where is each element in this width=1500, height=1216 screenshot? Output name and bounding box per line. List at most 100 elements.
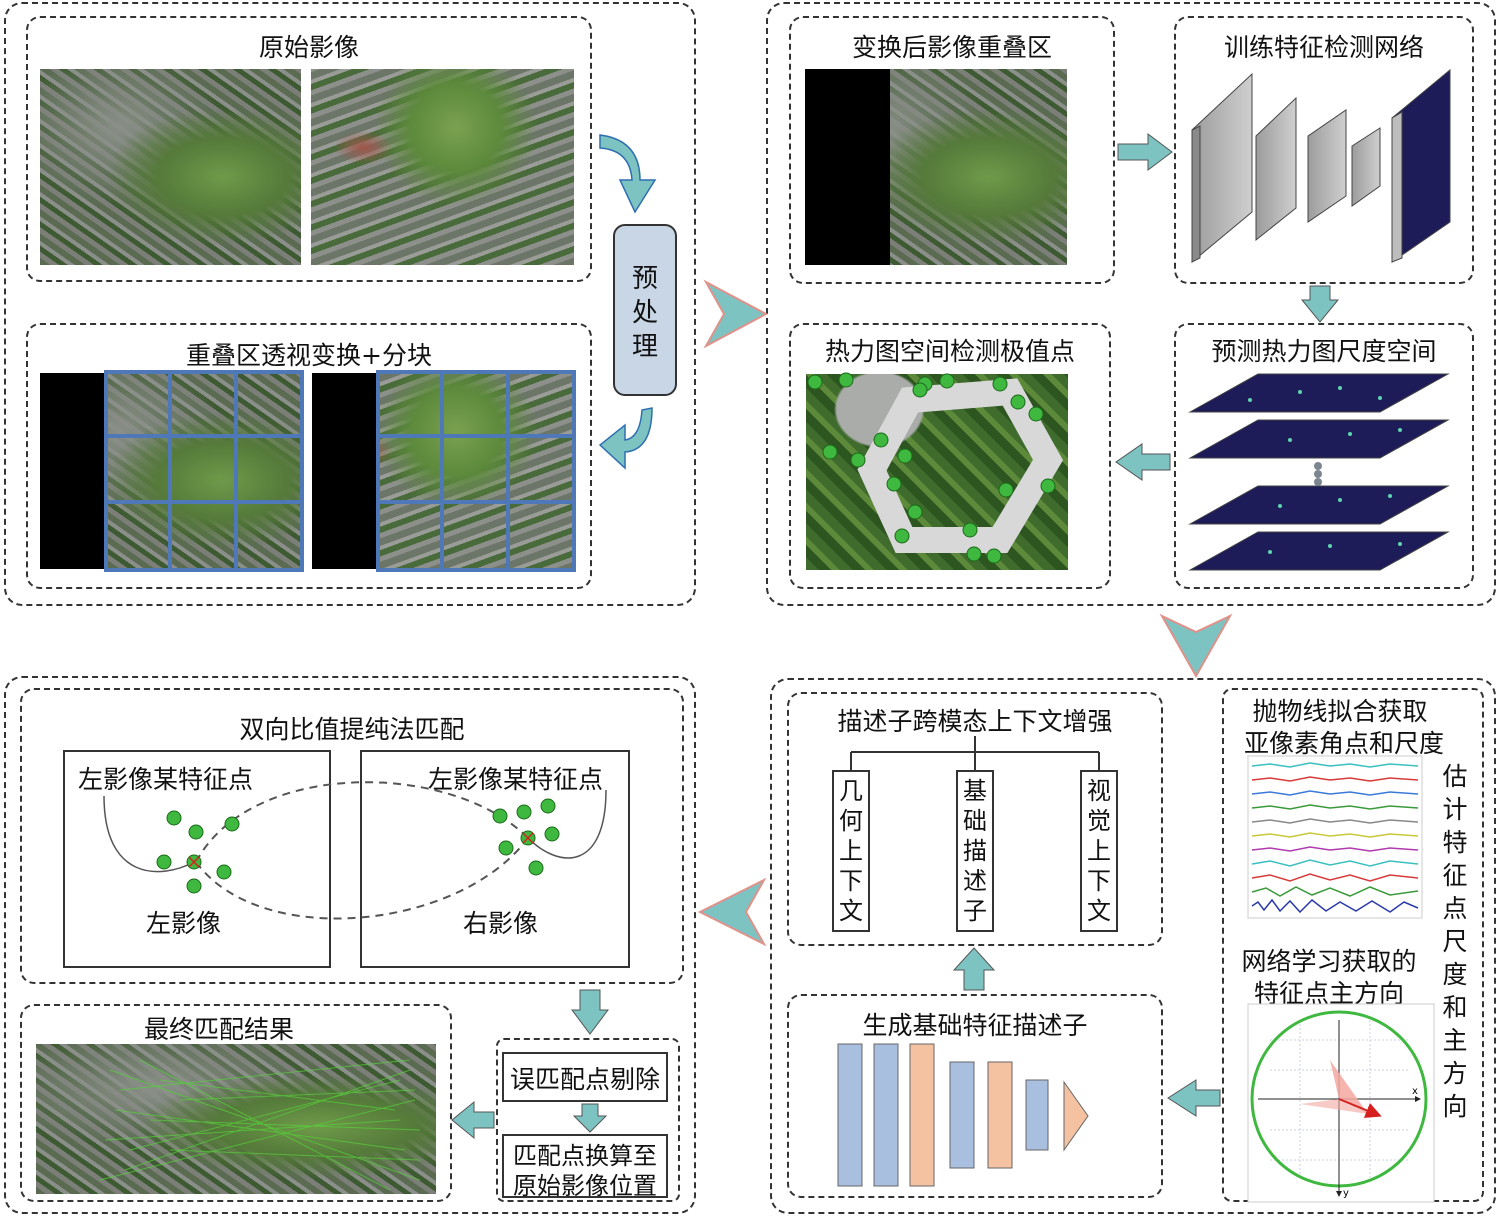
tiled-image-title: 重叠区透视变换+分块 [186,341,432,370]
arrow-down-icon [572,1103,608,1133]
orientation-title-1: 网络学习获取的 [1241,947,1417,976]
generate-descriptor-box [787,994,1163,1198]
visual-char: 上 [1087,837,1111,865]
geo-char: 上 [839,837,863,865]
arrow-right-icon [1117,133,1173,171]
orientation-title-2: 特征点主方向 [1253,979,1404,1008]
est-char: 和 [1442,993,1468,1022]
parabola-title-1: 抛物线拟合获取 [1252,697,1428,726]
cnn-network-icon [1191,68,1451,264]
postprocess-box [496,1038,680,1202]
right-image-label: 右影像 [463,909,539,938]
est-char: 向 [1442,1092,1468,1121]
est-char: 主 [1442,1026,1468,1055]
est-char: 特 [1442,828,1468,857]
matching-illustration [103,781,607,920]
heatmap-extrema-box [789,323,1111,589]
grid-line [376,500,576,504]
orientation-circle-icon [1247,1003,1435,1203]
base-char: 础 [963,807,987,835]
arrow-left-icon [1167,1079,1221,1117]
heatmap-scale-space-icon [1188,373,1450,571]
generate-descriptor-title: 生成基础特征描述子 [862,1011,1088,1040]
bottom-left-panel [4,676,696,1214]
visual-char: 下 [1087,867,1111,895]
est-char: 度 [1442,960,1468,989]
arrow-down-icon [1300,285,1340,323]
descriptor-enhance-box [787,692,1163,946]
top-left-panel [4,2,696,606]
heatmap-extrema-title: 热力图空间检测极值点 [824,337,1075,366]
geo-char: 文 [839,897,863,925]
preprocess-char: 预 [631,264,658,294]
grid-line [440,370,444,572]
final-result-image [36,1044,436,1194]
chevron-left-icon [697,877,767,947]
parabola-title-2: 亚像素角点和尺度 [1243,729,1444,758]
outlier-removal-label: 误匹配点剔除 [509,1065,660,1094]
tiled-left-grid [104,370,304,572]
base-char: 述 [963,867,987,895]
transformed-overlap-box [789,16,1115,284]
preprocess-box: 预 处 理 [613,224,677,396]
est-char: 尺 [1442,927,1468,956]
final-result-box [20,1004,452,1202]
convert-label-1: 匹配点换算至 [513,1142,657,1170]
arrow-left-icon [1115,443,1171,481]
transformed-overlap-title: 变换后影像重叠区 [851,33,1052,62]
curved-arrow-down-icon [599,134,657,214]
left-feature-label: 左影像某特征点 [78,765,254,794]
left-image-label: 左影像 [146,909,222,938]
estimate-vertical-label: 估 计 特 征 点 尺 度 和 主 方 向 [1440,760,1470,1123]
original-image-title: 原始影像 [258,33,359,62]
tiled-left-black-region [40,373,106,569]
descriptor-enhance-title: 描述子跨模态上下文增强 [837,707,1113,736]
grid-line [506,370,510,572]
right-feature-label: 左影像某特征点 [428,765,604,794]
tiled-right-grid [376,370,576,572]
geo-char: 下 [839,867,863,895]
right-image-frame [360,750,630,968]
grid-line [168,370,172,572]
outlier-removal-box [502,1052,668,1102]
geo-char: 几 [839,777,863,805]
chevron-down-icon [1159,613,1233,679]
axis-x-label: x [1412,1086,1418,1097]
tree-connector [850,736,1100,770]
final-result-title: 最终匹配结果 [144,1015,295,1044]
original-image-box [26,16,592,282]
base-descriptor-box: 基 础 描 述 子 [956,770,994,932]
original-right-image [311,69,574,265]
est-char: 估 [1442,762,1468,791]
visual-char: 觉 [1087,807,1111,835]
transformed-black-region [805,69,890,265]
axis-y-label: y [1343,1188,1349,1199]
chevron-right-icon [703,279,769,349]
bidirectional-match-title: 双向比值提纯法匹配 [239,715,465,744]
parabola-curves-icon [1247,755,1423,919]
grid-line [376,434,576,438]
bidirectional-match-box [20,688,684,984]
est-char: 方 [1442,1059,1468,1088]
tiled-image-box [26,323,592,589]
grid-line [234,370,238,572]
convert-label-2: 原始影像位置 [513,1172,657,1200]
descriptor-network-icon [837,1043,1089,1187]
scale-space-box [1174,323,1474,589]
grid-line [104,434,304,438]
preprocess-char: 处 [631,298,658,328]
est-char: 征 [1442,861,1468,890]
convert-position-box [502,1134,668,1198]
base-char: 子 [963,897,987,925]
est-char: 点 [1442,894,1468,923]
base-char: 基 [963,777,987,805]
scale-space-title: 预测热力图尺度空间 [1211,337,1437,366]
est-char: 计 [1442,795,1468,824]
visual-context-box: 视 觉 上 下 文 [1080,770,1118,932]
arrow-down-icon [571,989,609,1035]
curved-arrow-left-icon [598,407,653,470]
visual-char: 视 [1087,777,1111,805]
top-right-panel [766,2,1496,606]
match-lines-icon [99,1059,421,1191]
